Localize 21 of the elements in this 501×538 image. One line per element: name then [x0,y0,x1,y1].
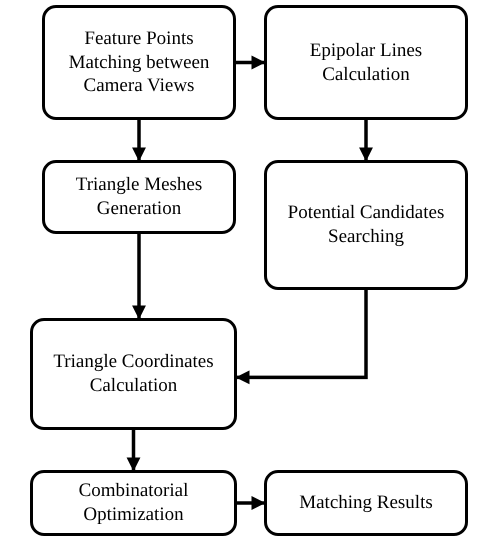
arrow [132,234,146,320]
step-label: Feature Points Matching between Camera Views [68,26,210,98]
arrow [237,496,266,510]
step-label: Triangle Meshes Generation [74,173,204,221]
process-box [30,318,237,430]
step-label: Potential Candidates Searching [286,201,446,249]
process-box [42,5,236,120]
arrow [236,56,266,70]
step-label: Epipolar Lines Calculation [308,38,424,86]
process-box [30,470,237,536]
arrow [359,120,373,162]
process-box [264,160,468,290]
step-label: Triangle Coordinates Calculation [52,350,215,398]
step-label: Matching Results [299,491,433,515]
process-box [264,5,468,120]
arrow [126,430,140,472]
step-label: Combinatorial Optimization [78,479,190,527]
process-box [264,470,468,536]
arrow [236,290,368,384]
arrow [132,120,146,162]
process-box [42,160,236,234]
